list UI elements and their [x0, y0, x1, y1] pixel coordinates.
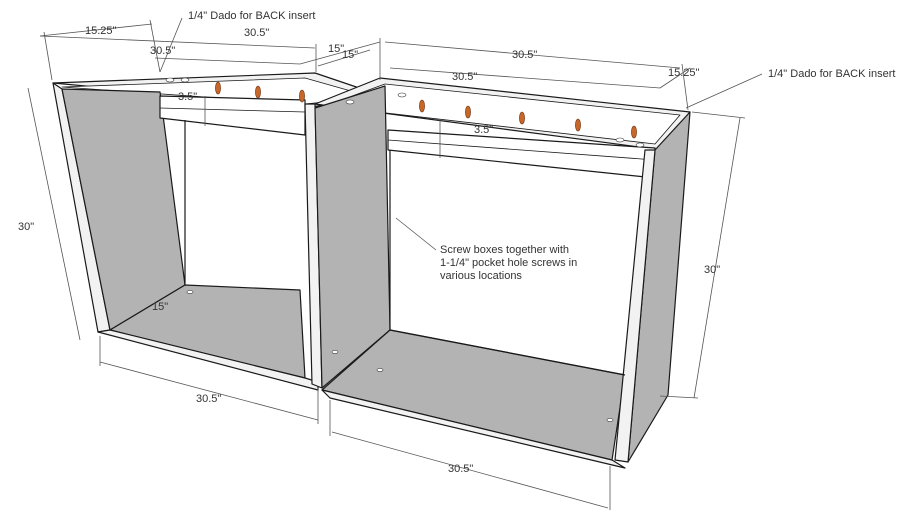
- dim-label-left-bottom-width: 30.5": [196, 393, 221, 405]
- screws-callout-line3: various locations: [440, 270, 522, 282]
- dim-label-right-width-top: 30.5": [512, 49, 537, 61]
- dim-label-right-depth-top: 15.25": [668, 67, 700, 79]
- left-stretcher-line: [159, 107, 306, 113]
- right-cabinet: [314, 77, 691, 469]
- dim-label-right-inner-top: 30.5": [452, 71, 477, 83]
- dim-label-left-stretcher: 3.5": [178, 91, 197, 103]
- screws-callout-line1: Screw boxes together with: [440, 244, 569, 256]
- leader-dado-left: [159, 17, 183, 73]
- screw-icon: [215, 81, 221, 95]
- dim-ext-line: [681, 63, 689, 111]
- screw-icon: [255, 85, 261, 99]
- dim-label-left-bottom-depth: 15": [152, 301, 168, 313]
- right-bottom-edge: [321, 389, 626, 469]
- pocket-hole-icon: [376, 368, 384, 372]
- dim-ext-line: [691, 111, 746, 119]
- leader-dado-right: [685, 73, 763, 109]
- screw-icon: [631, 125, 637, 139]
- pocket-hole-icon: [397, 92, 407, 98]
- dim-label-center-depth-a: 15": [328, 43, 344, 55]
- screw-icon: [519, 111, 525, 125]
- dim-line-right-height: [693, 117, 741, 399]
- screw-icon: [465, 105, 471, 119]
- dim-line-right-width-top: [384, 41, 681, 69]
- dim-line-left-width-top: [39, 35, 316, 49]
- dim-label-left-height: 30": [18, 221, 34, 233]
- right-bottom-panel: [321, 329, 626, 461]
- dim-label-left-depth-top: 15.25": [85, 25, 117, 37]
- pocket-hole-icon: [615, 137, 625, 143]
- dimension-lines: [27, 17, 763, 510]
- dim-label-left-width-top: 30.5": [244, 27, 269, 39]
- left-back-stretcher: [159, 95, 306, 136]
- screw-icon: [299, 89, 305, 103]
- right-stretcher-line: [387, 139, 656, 161]
- dim-ext-line: [659, 395, 699, 399]
- dim-line-right-bottom-width: [331, 431, 609, 509]
- screw-icon: [419, 99, 425, 113]
- pocket-hole-icon: [331, 350, 339, 354]
- dim-label-right-stretcher: 3.5": [474, 124, 493, 136]
- right-side-front-edge: [614, 149, 656, 463]
- pocket-holes: [165, 77, 645, 422]
- dim-label-right-bottom-width: 30.5": [448, 463, 473, 475]
- screw-icon: [575, 118, 581, 132]
- dim-label-right-height: 30": [704, 264, 720, 276]
- dim-ext-line: [149, 19, 161, 73]
- right-inner-back-bottom: [389, 329, 626, 376]
- dim-line-left-depth-top: [39, 23, 153, 37]
- dim-line-center-depth-b: [317, 49, 371, 67]
- dim-label-left-inner-top: 30.5": [150, 45, 175, 57]
- dim-line-left-height: [27, 87, 81, 341]
- left-cabinet: [52, 72, 381, 391]
- dim-line-center-depth-a: [299, 41, 381, 65]
- dim-ext-line: [43, 31, 53, 81]
- pocket-hole-icon: [186, 290, 194, 294]
- pocket-hole-icon: [165, 77, 175, 83]
- pocket-hole-icon: [606, 418, 614, 422]
- pocket-hole-icon: [635, 142, 645, 148]
- dado-callout-left: 1/4" Dado for BACK insert: [188, 10, 315, 22]
- dim-line-left-inner-top: [154, 57, 301, 65]
- leader-screws: [395, 217, 437, 251]
- pocket-screws: [215, 81, 637, 139]
- pocket-hole-icon: [180, 77, 190, 83]
- screws-callout-line2: 1-1/4" pocket hole screws in: [440, 257, 577, 269]
- dim-line-left-bottom-width: [99, 361, 319, 421]
- right-top-inner: [324, 83, 681, 145]
- dim-line-right-depth-top: [659, 67, 691, 89]
- dim-label-center-depth-b: 15": [342, 49, 358, 61]
- dim-line-right-inner-top: [389, 67, 661, 89]
- pocket-hole-icon: [345, 99, 355, 105]
- dado-callout-right: 1/4" Dado for BACK insert: [768, 68, 895, 80]
